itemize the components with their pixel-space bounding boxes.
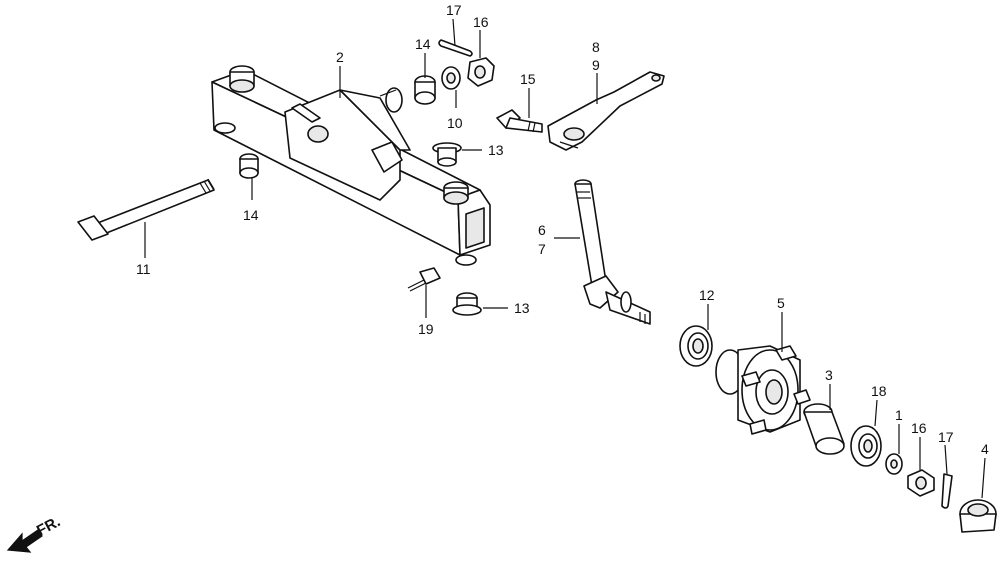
callout-11: 11 <box>136 261 151 277</box>
castle-nut-upper <box>467 57 495 87</box>
callout-3: 3 <box>825 367 833 383</box>
callout-19: 19 <box>418 321 434 337</box>
callout-2: 2 <box>336 49 344 65</box>
flanged-bushing-upper <box>432 142 462 167</box>
callout-5: 5 <box>777 295 785 311</box>
callout-18: 18 <box>871 383 887 399</box>
dust-cap <box>959 499 997 533</box>
callout-14a: 14 <box>415 36 431 52</box>
wheel-hub <box>715 345 811 435</box>
callout-13a: 13 <box>488 142 504 158</box>
cotter-pin-upper <box>438 39 473 57</box>
callout-7: 7 <box>538 241 546 257</box>
callout-9: 9 <box>592 57 600 73</box>
callout-4: 4 <box>981 441 989 457</box>
front-axle-beam <box>211 65 491 266</box>
callout-16a: 16 <box>473 14 489 30</box>
washer-upper <box>441 66 461 90</box>
spindle <box>574 179 651 325</box>
callout-1: 1 <box>895 407 903 423</box>
callout-17b: 17 <box>938 429 954 445</box>
callout-12: 12 <box>699 287 715 303</box>
callout-14b: 14 <box>243 207 259 223</box>
tie-rod <box>547 71 665 151</box>
bushing-upper <box>414 75 436 105</box>
spacer <box>803 403 845 455</box>
bearing-outer <box>850 425 882 467</box>
flanged-bushing-lower <box>452 292 482 316</box>
castle-nut-lower <box>907 469 935 497</box>
leader-lines <box>144 18 986 499</box>
callout-6: 6 <box>538 222 546 238</box>
bushing-lower <box>239 153 259 179</box>
pivot-bolt <box>77 178 215 241</box>
cotter-pin-lower <box>941 473 953 509</box>
bolt <box>496 109 543 133</box>
front-direction-arrow: FR. <box>6 513 63 553</box>
bearing-inner <box>679 325 713 367</box>
grease-fitting <box>407 267 441 292</box>
callout-15: 15 <box>520 71 536 87</box>
callout-16b: 16 <box>911 420 927 436</box>
washer-outer <box>885 453 903 475</box>
callout-8: 8 <box>592 39 600 55</box>
callout-10: 10 <box>447 115 463 131</box>
callout-labels: 17 16 14 10 2 8 9 15 13 14 11 6 7 19 13 … <box>136 2 989 457</box>
callout-13b: 13 <box>514 300 530 316</box>
callout-17a: 17 <box>446 2 462 18</box>
